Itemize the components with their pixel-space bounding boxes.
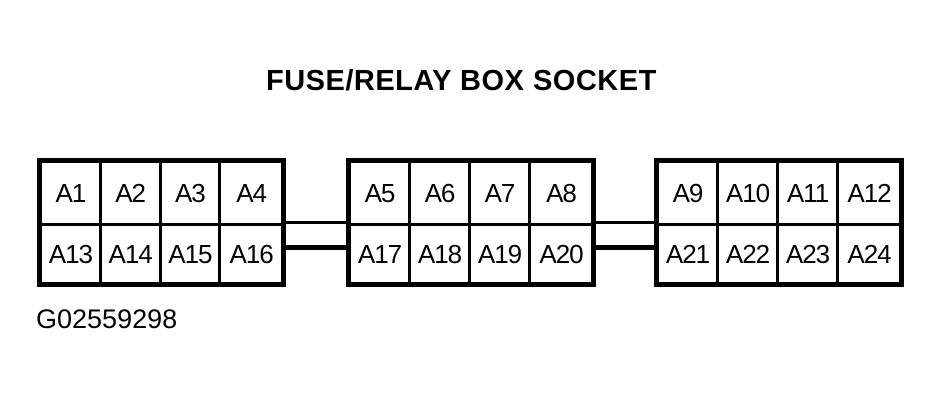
connector-line-top: [592, 221, 658, 224]
block-connector-1: [282, 220, 350, 250]
cell-a17: A17: [351, 222, 411, 282]
socket-block-2: A5 A6 A7 A8 A17 A18 A19 A20: [346, 158, 596, 287]
cell-a21: A21: [659, 222, 719, 282]
cell-a9: A9: [659, 163, 719, 223]
cell-a4: A4: [236, 177, 267, 208]
connector-line-bottom: [592, 245, 658, 250]
cell-a6: A6: [411, 163, 471, 223]
cell-a13: A13: [42, 222, 102, 282]
socket-block-1: A1 A2 A3 A4 A13 A14 A15 A16: [37, 158, 286, 287]
cell-a18: A18: [411, 222, 471, 282]
cell-a7: A7: [471, 163, 531, 223]
cell-a5: A5: [351, 163, 411, 223]
cell-a1: A1: [42, 163, 102, 223]
cell-a19: A19: [471, 222, 531, 282]
connector-line-top: [282, 221, 350, 224]
cell-a22: A22: [719, 222, 779, 282]
socket-block-3: A9 A10 A11 A12 A21 A22 A23 A24: [654, 158, 904, 287]
cell-a15: A15: [161, 222, 222, 282]
cell-a8: A8: [546, 177, 577, 208]
cell-a14: A14: [101, 222, 162, 282]
cell-a16: A16: [221, 222, 281, 283]
cell-a12: A12: [847, 177, 891, 208]
cell-a23: A23: [779, 222, 839, 282]
block-connector-2: [592, 220, 658, 250]
cell-a11: A11: [779, 163, 839, 223]
cell-a24: A24: [839, 222, 899, 283]
cell-a2: A2: [102, 163, 162, 223]
cell-a20: A20: [531, 222, 591, 283]
cell-a3: A3: [162, 163, 222, 223]
connector-line-bottom: [282, 245, 350, 250]
diagram-title: FUSE/RELAY BOX SOCKET: [266, 65, 657, 97]
cell-a10: A10: [719, 163, 779, 223]
figure-id: G02559298: [36, 304, 178, 334]
